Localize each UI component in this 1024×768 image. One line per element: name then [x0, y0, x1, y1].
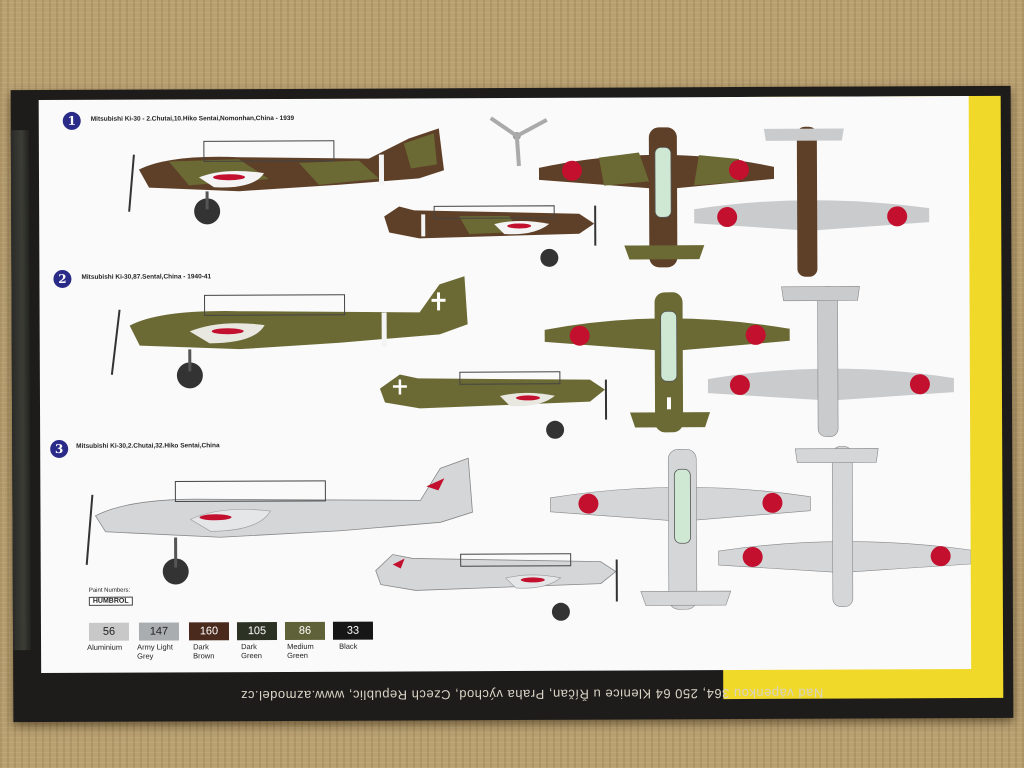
swatch-code: 33 — [332, 621, 374, 640]
swatch-name: Dark Green — [241, 642, 262, 661]
humbrol-label: HUMBROL — [88, 596, 133, 606]
box-side-edge — [10, 130, 32, 651]
swatch-code: 105 — [236, 622, 278, 641]
swatch-name: Dark Brown — [193, 642, 215, 661]
model-kit-box: Nad vápenkou 364, 250 64 Klenice u Říčan… — [10, 85, 1014, 723]
paint-numbers-label: Paint Numbers: — [88, 587, 131, 594]
swatch-name: Black — [339, 641, 358, 651]
aircraft-1-bottom-view — [694, 126, 930, 277]
swatch-code: 160 — [188, 622, 230, 641]
aircraft-2-side-small — [379, 371, 608, 439]
swatch-code: 56 — [88, 622, 130, 641]
painting-guide-sheet: 1 Mitsubishi Ki-30 - 2.Chutai,10.Hiko Se… — [38, 96, 972, 674]
aircraft-2-side-large — [110, 276, 468, 389]
swatch-code: 147 — [138, 622, 180, 641]
aircraft-3-bottom-view — [718, 446, 972, 607]
aircraft-3-top-view — [550, 448, 811, 610]
aircraft-1-side-small — [384, 205, 597, 267]
box-address-text: Nad vápenkou 364, 250 64 Klenice u Říčan… — [240, 685, 824, 704]
aircraft-3-side-small — [375, 553, 618, 621]
propeller-detail — [489, 116, 548, 167]
swatch-name: Medium Green — [287, 641, 314, 660]
aircraft-illustrations — [85, 116, 972, 621]
aircraft-1-top-view — [538, 127, 775, 268]
aircraft-2-bottom-view — [707, 286, 954, 437]
aircraft-1-side-large — [128, 128, 444, 225]
aircraft-2-top-view — [544, 292, 790, 433]
aircraft-3-side-large — [85, 457, 473, 585]
swatch-name: Army Light Grey — [137, 642, 173, 661]
swatch-code: 86 — [284, 621, 326, 640]
